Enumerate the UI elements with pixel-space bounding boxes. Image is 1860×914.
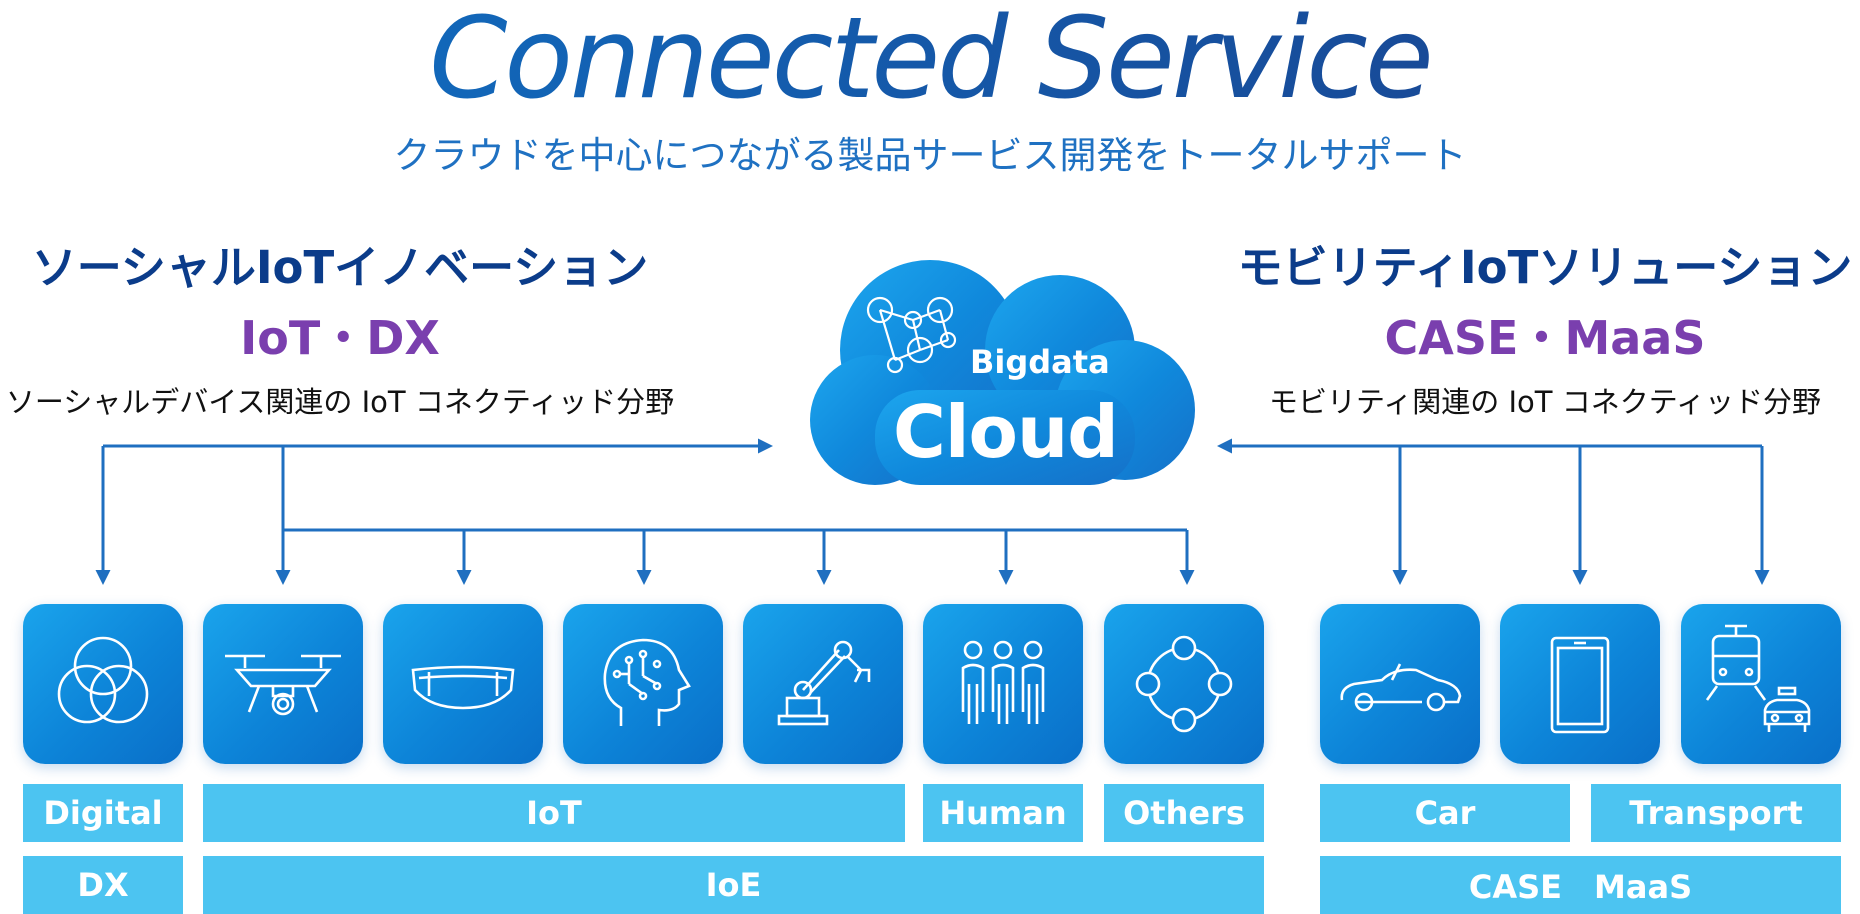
right-subheading: CASE・MaaS <box>1384 311 1706 365</box>
cloud-big-label: Cloud <box>893 390 1119 474</box>
venn-circles-icon <box>57 636 149 724</box>
tile-robot <box>743 604 903 764</box>
right-description: モビリティ関連の IoT コネクティッド分野 <box>1269 385 1821 419</box>
tile-car <box>1320 604 1480 764</box>
label-ioe: IoE <box>203 856 1264 914</box>
car-icon <box>1340 663 1462 712</box>
tile-glasses <box>383 604 543 764</box>
label-others: Others <box>1104 784 1264 842</box>
tile-digital <box>23 604 183 764</box>
label-human: Human <box>923 784 1083 842</box>
tile-drone <box>203 604 363 764</box>
label-dx: DX <box>23 856 183 914</box>
tile-transport <box>1681 604 1841 764</box>
label-iot: IoT <box>203 784 905 842</box>
tile-others <box>1104 604 1264 764</box>
label-case-maas: CASE MaaS <box>1320 856 1841 914</box>
tile-phone <box>1500 604 1660 764</box>
page-subtitle: クラウドを中心につながる製品サービス開発をトータルサポート <box>393 134 1467 177</box>
cloud-small-label: Bigdata <box>970 343 1110 381</box>
smart-glasses-icon <box>411 665 515 710</box>
right-heading: モビリティIoTソリューション <box>1237 241 1853 294</box>
network-people-icon <box>866 296 957 374</box>
tile-ai <box>563 604 723 764</box>
train-taxi-icon <box>1705 624 1811 732</box>
robot-arm-icon <box>777 640 871 726</box>
drone-icon <box>225 654 341 716</box>
ai-head-icon <box>603 638 691 726</box>
page-title: Connected Service <box>0 0 1860 124</box>
label-car: Car <box>1320 784 1570 842</box>
network-cycle-icon <box>1135 635 1233 733</box>
left-subheading: IoT・DX <box>240 311 440 365</box>
label-digital: Digital <box>23 784 183 842</box>
label-transport: Transport <box>1591 784 1841 842</box>
tile-human <box>923 604 1083 764</box>
people-icon <box>961 640 1045 724</box>
cloud-graphic <box>810 260 1195 485</box>
left-description: ソーシャルデバイス関連の IoT コネクティッド分野 <box>5 385 675 419</box>
smartphone-icon <box>1550 636 1610 734</box>
left-heading: ソーシャルIoTイノベーション <box>31 241 649 294</box>
